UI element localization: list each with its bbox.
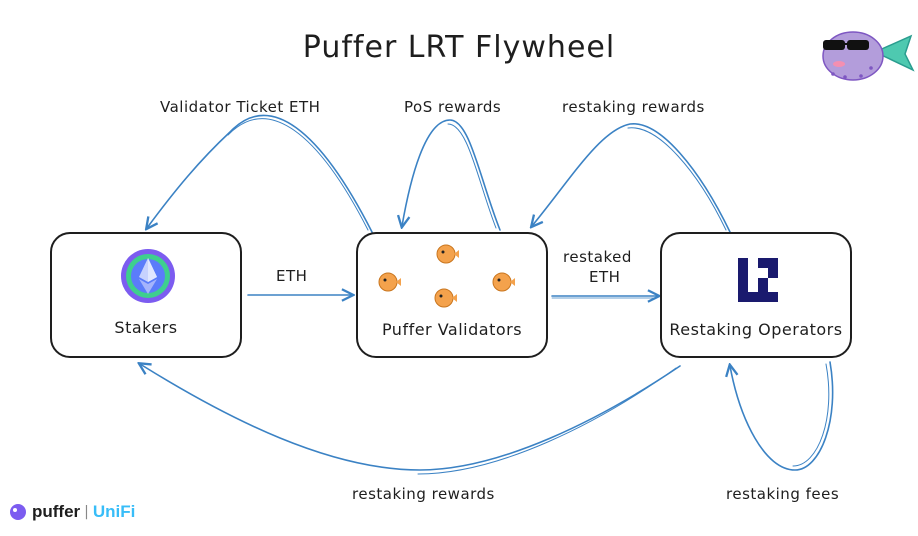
ethereum-badge-icon [121, 249, 175, 303]
puffer-fish-icon [434, 288, 457, 308]
arrow-validator-ticket [147, 114, 373, 233]
label-pos-rewards: PoS rewards [404, 98, 502, 116]
label-restaked-eth: ETH [589, 268, 621, 286]
label-validator-ticket-eth: Validator Ticket ETH [160, 98, 321, 116]
puffer-fish-icon [492, 272, 515, 292]
arrow-restaking-fees [730, 361, 834, 471]
puffer-logo-icon [10, 504, 26, 520]
label-restaked: restaked [563, 248, 632, 266]
node-stakers-label: Stakers [114, 318, 178, 337]
footer-brand: puffer [32, 502, 81, 521]
label-restaking-rewards-top: restaking rewards [562, 98, 705, 116]
puffer-fish-icon [436, 244, 459, 264]
puffer-fish-icon [378, 272, 401, 292]
diagram-title: Puffer LRT Flywheel [302, 30, 616, 65]
footer-product: UniFi [92, 502, 136, 521]
label-eth: ETH [276, 267, 308, 285]
node-stakers: Stakers [50, 232, 242, 358]
node-validators-label: Puffer Validators [381, 320, 523, 339]
label-restaking-rewards-bottom: restaking rewards [352, 485, 495, 503]
arrow-restaking-rewards-bottom [140, 364, 681, 471]
label-restaking-fees: restaking fees [726, 485, 840, 503]
puffer-mascot-icon [822, 31, 915, 81]
footer-separator: | [84, 504, 89, 520]
footer-logo: puffer | UniFi [8, 502, 135, 522]
arrow-restaking-rewards-top [532, 123, 731, 233]
node-puffer-validators: Puffer Validators [356, 232, 548, 358]
node-operators-label: Restaking Operators [669, 320, 843, 339]
node-restaking-operators: Restaking Operators [660, 232, 852, 358]
eigenlayer-logo-icon [738, 258, 778, 302]
arrow-pos-rewards [402, 119, 501, 231]
